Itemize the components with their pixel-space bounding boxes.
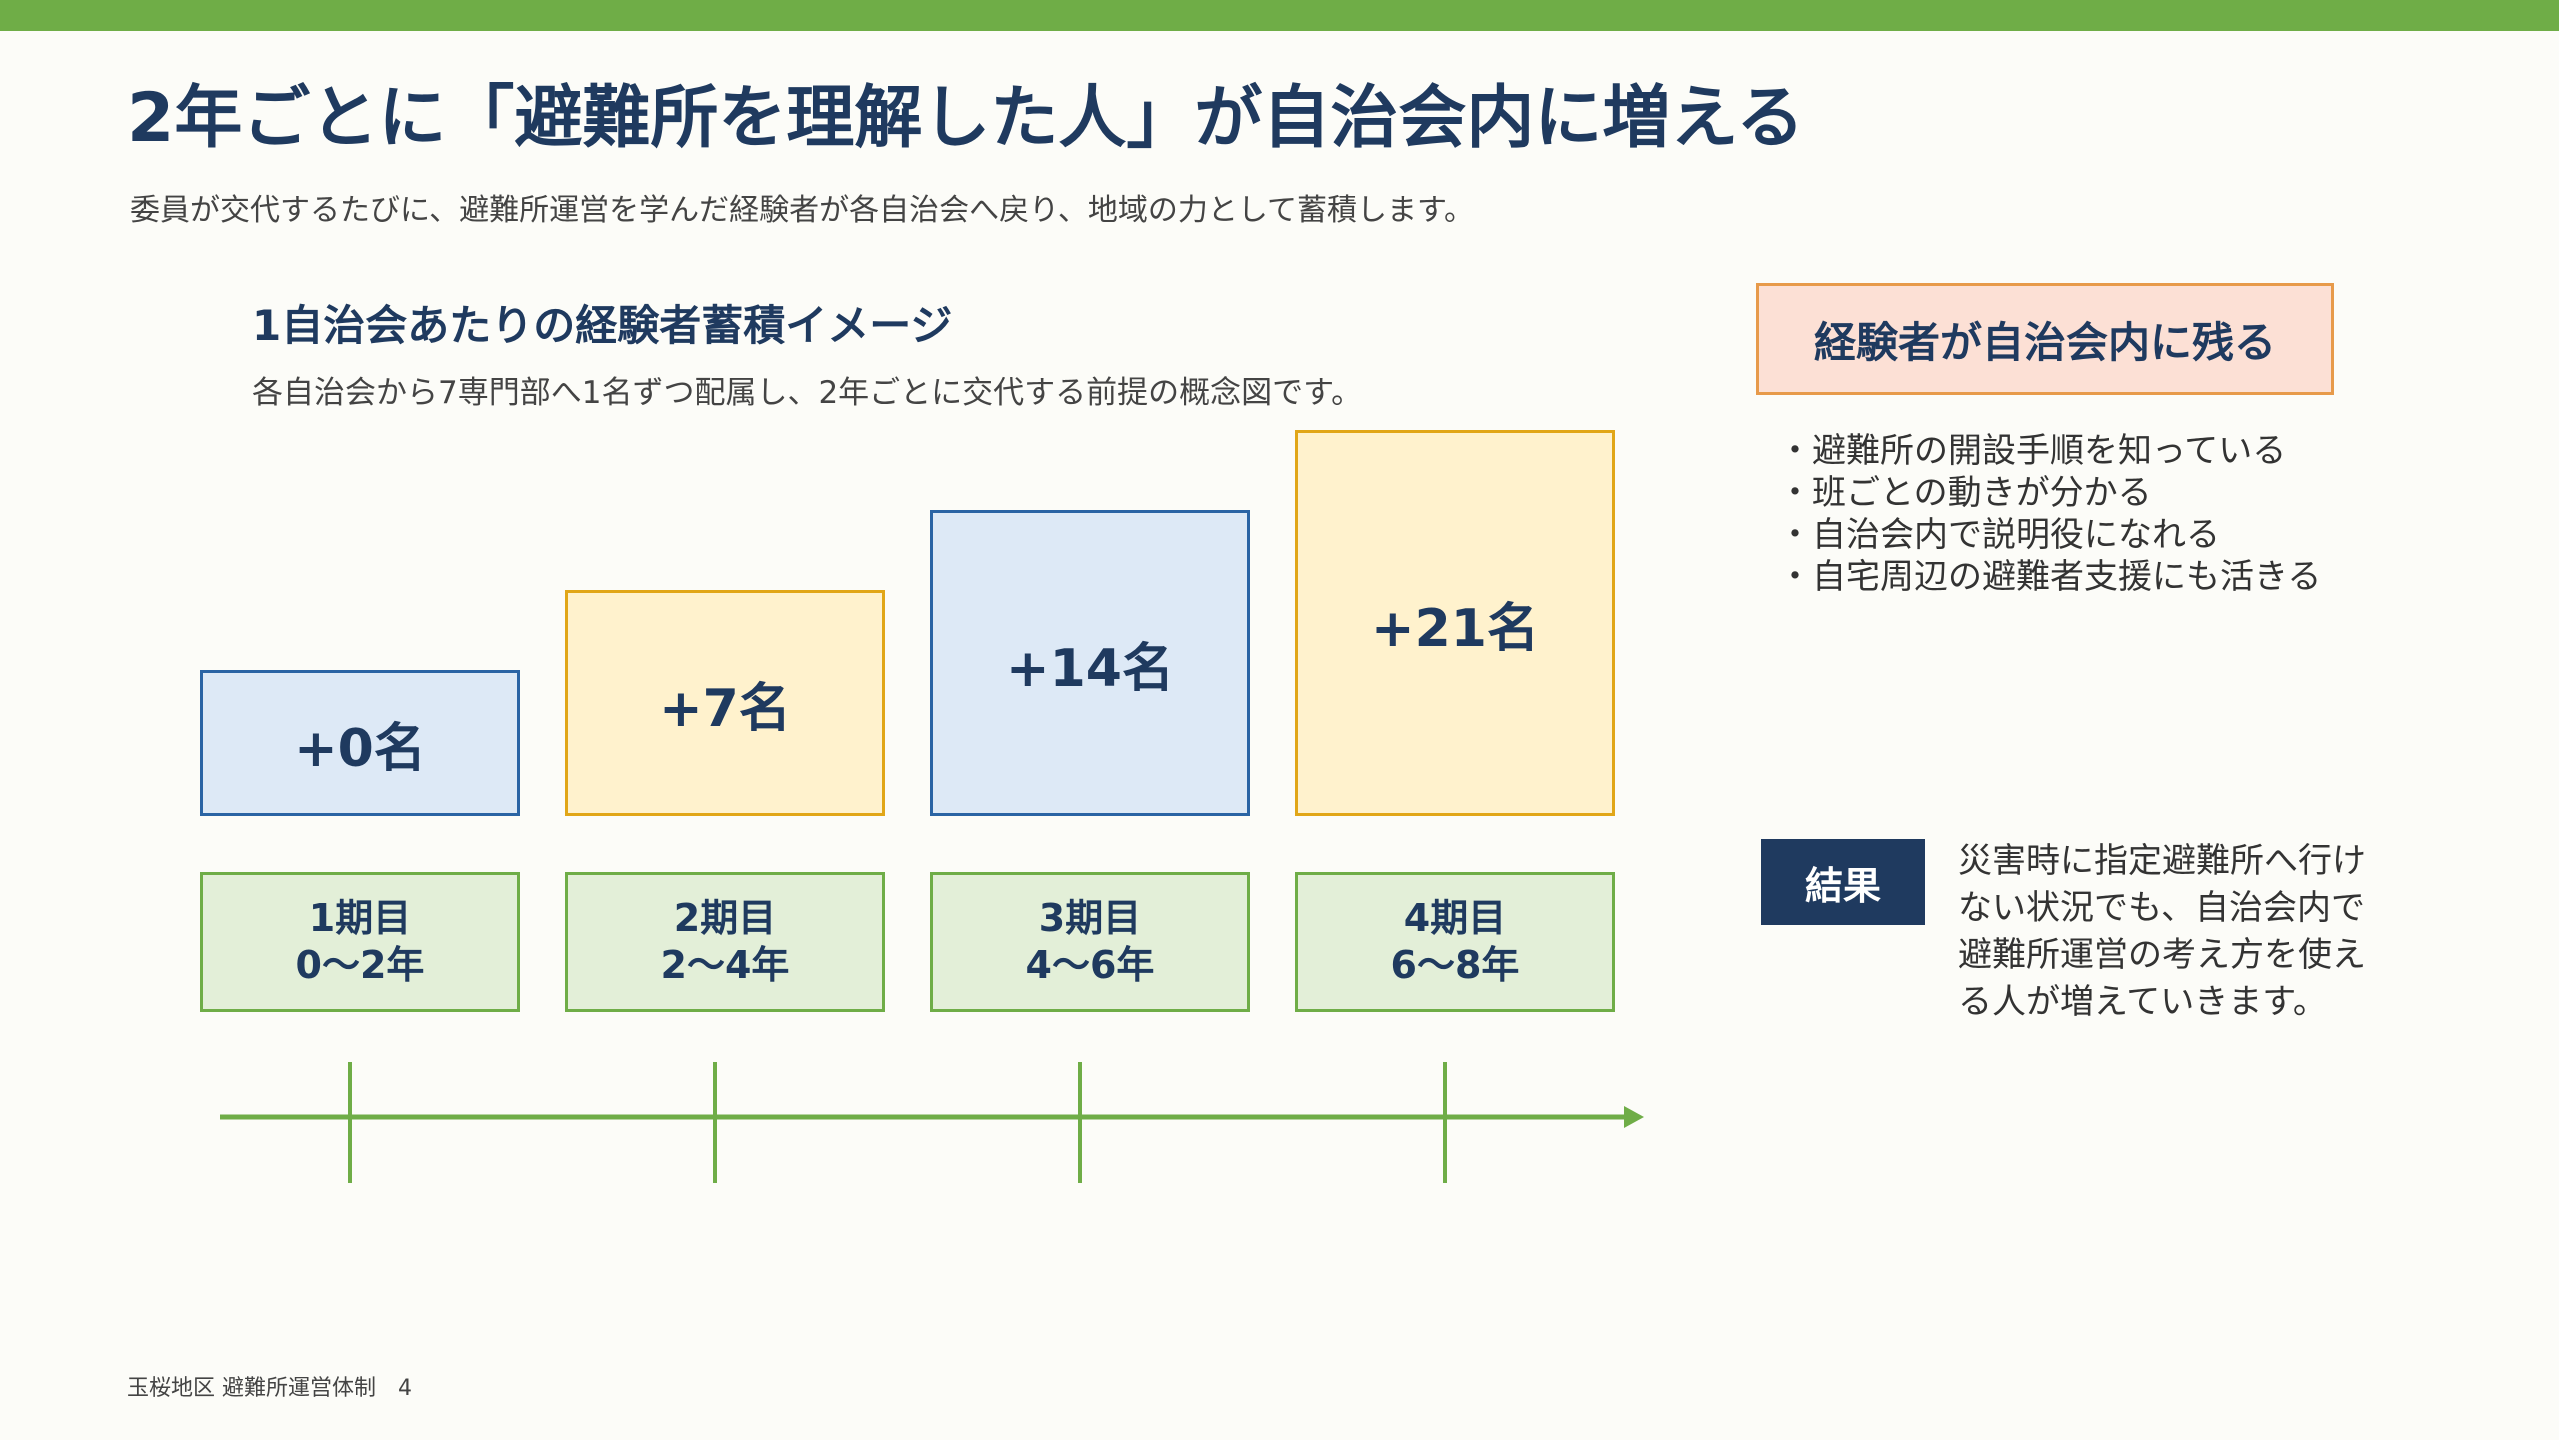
period-box-1: 1期目 0〜2年 [200,872,520,1012]
bar-period-4: +21名 [1295,430,1615,816]
period-name: 3期目 [1038,895,1142,940]
period-range: 0〜2年 [295,943,425,987]
list-item: ・自宅周辺の避難者支援にも活きる [1778,557,2322,597]
period-range: 4〜6年 [1025,943,1155,987]
list-item: ・避難所の開設手順を知っている [1778,431,2287,471]
period-box-3: 3期目 4〜6年 [930,872,1250,1012]
top-accent-bar [0,0,2559,31]
period-box-4: 4期目 6〜8年 [1295,872,1615,1012]
benefit-list: ・避難所の開設手順を知っている ・班ごとの動きが分かる ・自治会内で説明役になれ… [1778,430,2321,598]
list-item: ・自治会内で説明役になれる [1778,515,2220,555]
period-name: 4期目 [1403,895,1507,940]
callout-box: 経験者が自治会内に残る [1756,283,2334,395]
period-range: 2〜4年 [660,943,790,987]
bar-period-2: +7名 [565,590,885,816]
period-name: 1期目 [308,895,412,940]
section-title: 1自治会あたりの経験者蓄積イメージ [252,301,953,350]
result-badge: 結果 [1761,839,1925,925]
list-item: ・班ごとの動きが分かる [1778,473,2152,513]
bar-period-1: +0名 [200,670,520,816]
page-subtitle: 委員が交代するたびに、避難所運営を学んだ経験者が各自治会へ戻り、地域の力として蓄… [130,193,1474,228]
page-title: 2年ごとに「避難所を理解した人」が自治会内に増える [127,79,1805,158]
period-box-2: 2期目 2〜4年 [565,872,885,1012]
footer-page-label: 玉桜地区 避難所運営体制 4 [127,1376,412,1401]
period-name: 2期目 [673,895,777,940]
bar-period-3: +14名 [930,510,1250,816]
section-description: 各自治会から7専門部へ1名ずつ配属し、2年ごとに交代する前提の概念図です。 [252,375,1363,411]
period-range: 6〜8年 [1390,943,1520,987]
result-text: 災害時に指定避難所へ行けない状況でも、自治会内で避難所運営の考え方を使える人が増… [1958,841,2366,1022]
arrow-head-icon [1624,1106,1644,1128]
